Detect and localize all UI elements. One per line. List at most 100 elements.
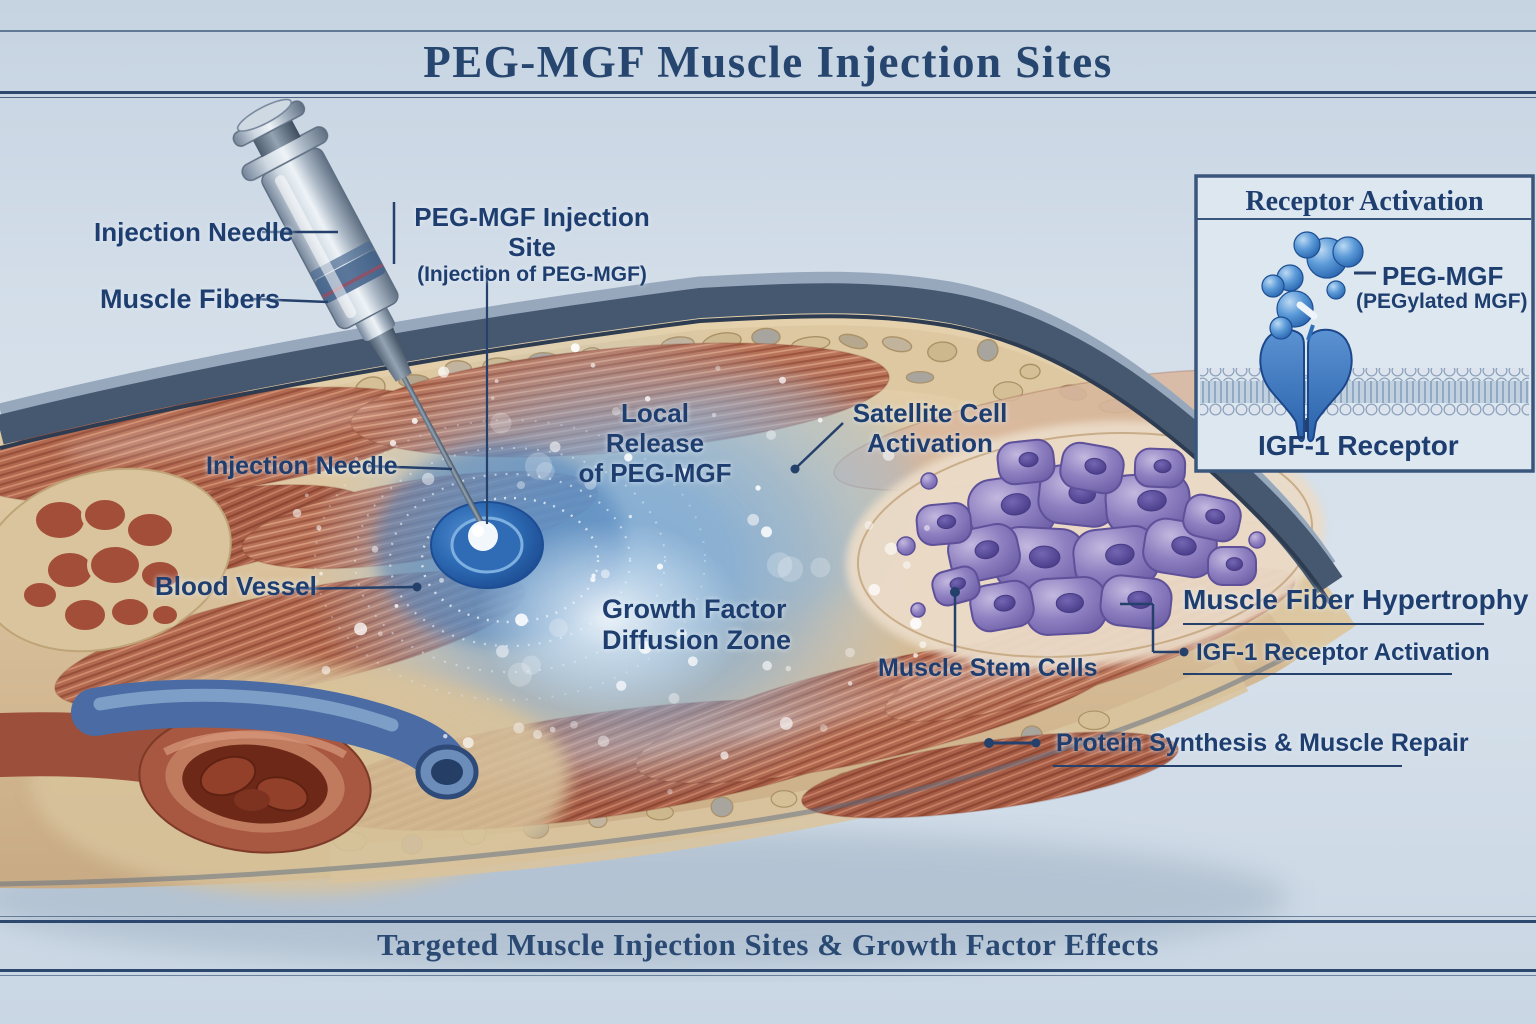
label-injection-needle-top: Injection Needle bbox=[94, 217, 294, 247]
speckle bbox=[888, 437, 895, 444]
top-border-line bbox=[0, 30, 1536, 32]
adipose-cell bbox=[905, 370, 935, 384]
speckle bbox=[516, 480, 526, 490]
speckle bbox=[902, 561, 911, 569]
speckle bbox=[371, 545, 379, 553]
satellite-cell-nucleus bbox=[949, 577, 966, 591]
speckle bbox=[570, 343, 580, 353]
adipose-cell bbox=[976, 338, 999, 362]
satellite-cell-nucleus bbox=[1137, 489, 1167, 512]
speckle bbox=[847, 681, 853, 686]
speckle bbox=[411, 417, 418, 424]
molecule-notch bbox=[1296, 301, 1318, 320]
label-local-release: Local Release of PEG-MGF bbox=[575, 398, 735, 489]
speckle bbox=[919, 641, 927, 649]
speckle bbox=[549, 726, 556, 733]
speckle bbox=[443, 733, 448, 739]
speckle bbox=[676, 628, 687, 639]
satellite-cell-small bbox=[910, 602, 926, 618]
speckle bbox=[570, 720, 578, 729]
satellite-cell-small bbox=[1248, 531, 1266, 549]
diffusion-zone-art bbox=[305, 325, 935, 805]
label-peg-injection-site: PEG-MGF Injection Site (Injection of PEG… bbox=[398, 202, 666, 287]
membrane-bilayer bbox=[1200, 368, 1529, 416]
speckle bbox=[687, 656, 698, 667]
speckle bbox=[439, 577, 444, 583]
title-rule-thin bbox=[0, 97, 1536, 98]
bottom-caption: Targeted Muscle Injection Sites & Growth… bbox=[377, 927, 1159, 962]
speckle-soft bbox=[810, 557, 831, 578]
injection-droplet bbox=[468, 521, 498, 551]
label-satellite-cell-line2: Activation bbox=[867, 427, 993, 458]
label-local-release-line1: Local Release bbox=[605, 398, 705, 458]
speckle bbox=[668, 692, 680, 704]
label-connectors bbox=[251, 202, 1484, 767]
speckle-soft bbox=[777, 556, 804, 582]
satellite-cell-nucleus bbox=[1055, 592, 1084, 614]
artery-cross-section bbox=[138, 710, 372, 854]
satellite-cell-small bbox=[896, 536, 916, 556]
speckle bbox=[644, 396, 651, 402]
speckle bbox=[590, 576, 596, 583]
speckle bbox=[762, 660, 772, 671]
inset-receptor-label: IGF-1 Receptor bbox=[1258, 430, 1459, 461]
satellite-cell-cluster bbox=[845, 421, 1325, 669]
speckle bbox=[496, 644, 509, 658]
speckle bbox=[761, 526, 773, 538]
speckle bbox=[597, 735, 610, 747]
growth-factor-speckles bbox=[292, 343, 930, 795]
satellite-cell-nucleus bbox=[1225, 557, 1244, 572]
speckle bbox=[667, 788, 673, 795]
speckle-soft bbox=[536, 462, 555, 481]
speckle bbox=[292, 508, 302, 518]
speckle bbox=[494, 379, 499, 383]
skin-layer bbox=[0, 271, 1343, 605]
satellite-cell-small bbox=[920, 472, 938, 490]
caption-rule-top-thin bbox=[0, 916, 1536, 917]
satellite-cell bbox=[931, 565, 981, 607]
satellite-cell bbox=[1133, 447, 1187, 489]
label-diffusion-zone: Growth Factor Diffusion Zone bbox=[602, 594, 791, 657]
speckle bbox=[421, 472, 435, 486]
label-satellite-cell-line1: Satellite Cell bbox=[852, 398, 1008, 428]
tissue-bottom-edge bbox=[0, 652, 1292, 887]
speckle bbox=[389, 439, 397, 447]
blood-vessel-group bbox=[0, 665, 570, 895]
speckle bbox=[720, 751, 729, 760]
syringe bbox=[232, 98, 490, 536]
speckle bbox=[584, 477, 597, 490]
speckle bbox=[304, 493, 309, 498]
satellite-cell-nucleus bbox=[1105, 543, 1135, 566]
satellite-cell-nucleus bbox=[1153, 459, 1172, 474]
satellite-cell bbox=[996, 438, 1056, 486]
satellite-cell-nucleus bbox=[936, 514, 957, 530]
speckle bbox=[462, 737, 474, 749]
speckle-soft bbox=[490, 412, 512, 434]
speckle-soft bbox=[549, 618, 568, 638]
speckle bbox=[354, 622, 368, 636]
speckle bbox=[319, 571, 323, 576]
adipose-cell bbox=[710, 796, 734, 818]
speckle bbox=[321, 665, 331, 675]
label-blood-vessel: Blood Vessel bbox=[155, 571, 317, 601]
satellite-cell-nucleus bbox=[1084, 457, 1107, 475]
satellite-cell bbox=[1182, 493, 1242, 543]
label-peg-injection-site-line1: PEG-MGF Injection Site bbox=[414, 202, 650, 262]
caption-rule-bottom-thin bbox=[0, 975, 1536, 976]
receptor-activation-inset bbox=[1194, 174, 1535, 473]
speckle bbox=[755, 485, 761, 491]
speckle bbox=[747, 513, 760, 526]
speckle-soft bbox=[766, 552, 793, 578]
label-diffusion-zone-line2: Diffusion Zone bbox=[602, 625, 791, 656]
speckle bbox=[600, 569, 610, 579]
inset-title: Receptor Activation bbox=[1245, 186, 1484, 217]
speckle bbox=[913, 652, 918, 658]
speckle bbox=[354, 456, 359, 461]
igf1-receptor-art bbox=[1259, 328, 1353, 442]
label-protein-synthesis: Protein Synthesis & Muscle Repair bbox=[1056, 729, 1469, 757]
injection-droplet-highlight bbox=[472, 525, 484, 537]
satellite-cell bbox=[915, 502, 973, 546]
speckle bbox=[864, 521, 874, 530]
speckle bbox=[819, 724, 828, 732]
